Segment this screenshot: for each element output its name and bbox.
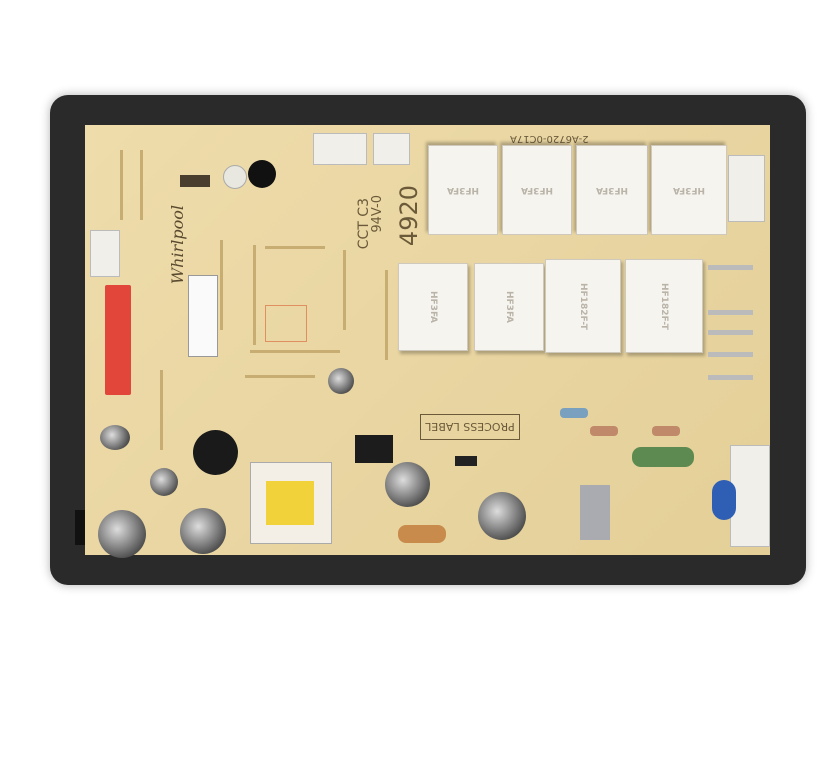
ic-chip	[180, 175, 210, 187]
board-number: 4920	[395, 185, 423, 247]
connector-left	[90, 230, 120, 277]
rating-label: 94V-0	[370, 195, 385, 233]
capacitor	[328, 368, 354, 394]
relay: HF3FA	[576, 145, 648, 235]
trace	[265, 246, 325, 249]
terminal	[708, 375, 753, 380]
clip	[75, 510, 85, 545]
barcode-sticker	[188, 275, 218, 357]
capacitor	[98, 510, 146, 558]
red-connector	[105, 285, 131, 395]
relay: HF3FA	[651, 145, 727, 235]
connector-right-bottom	[730, 445, 770, 547]
y-capacitor	[712, 480, 736, 520]
buzzer	[193, 430, 238, 475]
relay: HF182F-T	[625, 259, 703, 353]
trace	[343, 250, 346, 330]
connector-p804	[313, 133, 367, 165]
outline-marking	[265, 305, 307, 342]
part-code: 2-A6720-0C17A	[510, 133, 589, 144]
resistor	[652, 426, 680, 436]
relay: HF182F-T	[545, 259, 621, 353]
resistor	[590, 426, 618, 436]
relay: HF3FA	[428, 145, 498, 235]
trace	[220, 240, 223, 330]
trace	[120, 150, 123, 220]
ic-chip	[355, 435, 393, 463]
trace	[245, 375, 315, 378]
trace	[253, 245, 256, 345]
capacitor-box	[580, 485, 610, 540]
capacitor	[150, 468, 178, 496]
resistor	[560, 408, 588, 418]
relay: HF3FA	[502, 145, 572, 235]
diode	[455, 456, 477, 466]
led	[223, 165, 247, 189]
transformer-coil	[266, 481, 314, 525]
transformer	[250, 462, 332, 544]
capacitor	[385, 462, 430, 507]
process-label: PROCESS LABEL	[420, 414, 520, 440]
terminal	[708, 330, 753, 335]
connector-right-top	[728, 155, 765, 222]
trace	[140, 150, 143, 220]
relay: HF3FA	[398, 263, 468, 351]
trace	[385, 270, 388, 360]
relay: HF3FA	[474, 263, 544, 351]
trace	[160, 370, 163, 450]
transistor	[248, 160, 276, 188]
terminal	[708, 265, 753, 270]
power-resistor	[632, 447, 694, 467]
capacitor	[180, 508, 226, 554]
connector-p805	[373, 133, 410, 165]
terminal	[708, 352, 753, 357]
trace	[250, 350, 340, 353]
capacitor	[100, 425, 130, 450]
terminal	[708, 310, 753, 315]
capacitor	[478, 492, 526, 540]
brand-logo: Whirlpool	[168, 205, 187, 285]
resistor	[398, 525, 446, 543]
